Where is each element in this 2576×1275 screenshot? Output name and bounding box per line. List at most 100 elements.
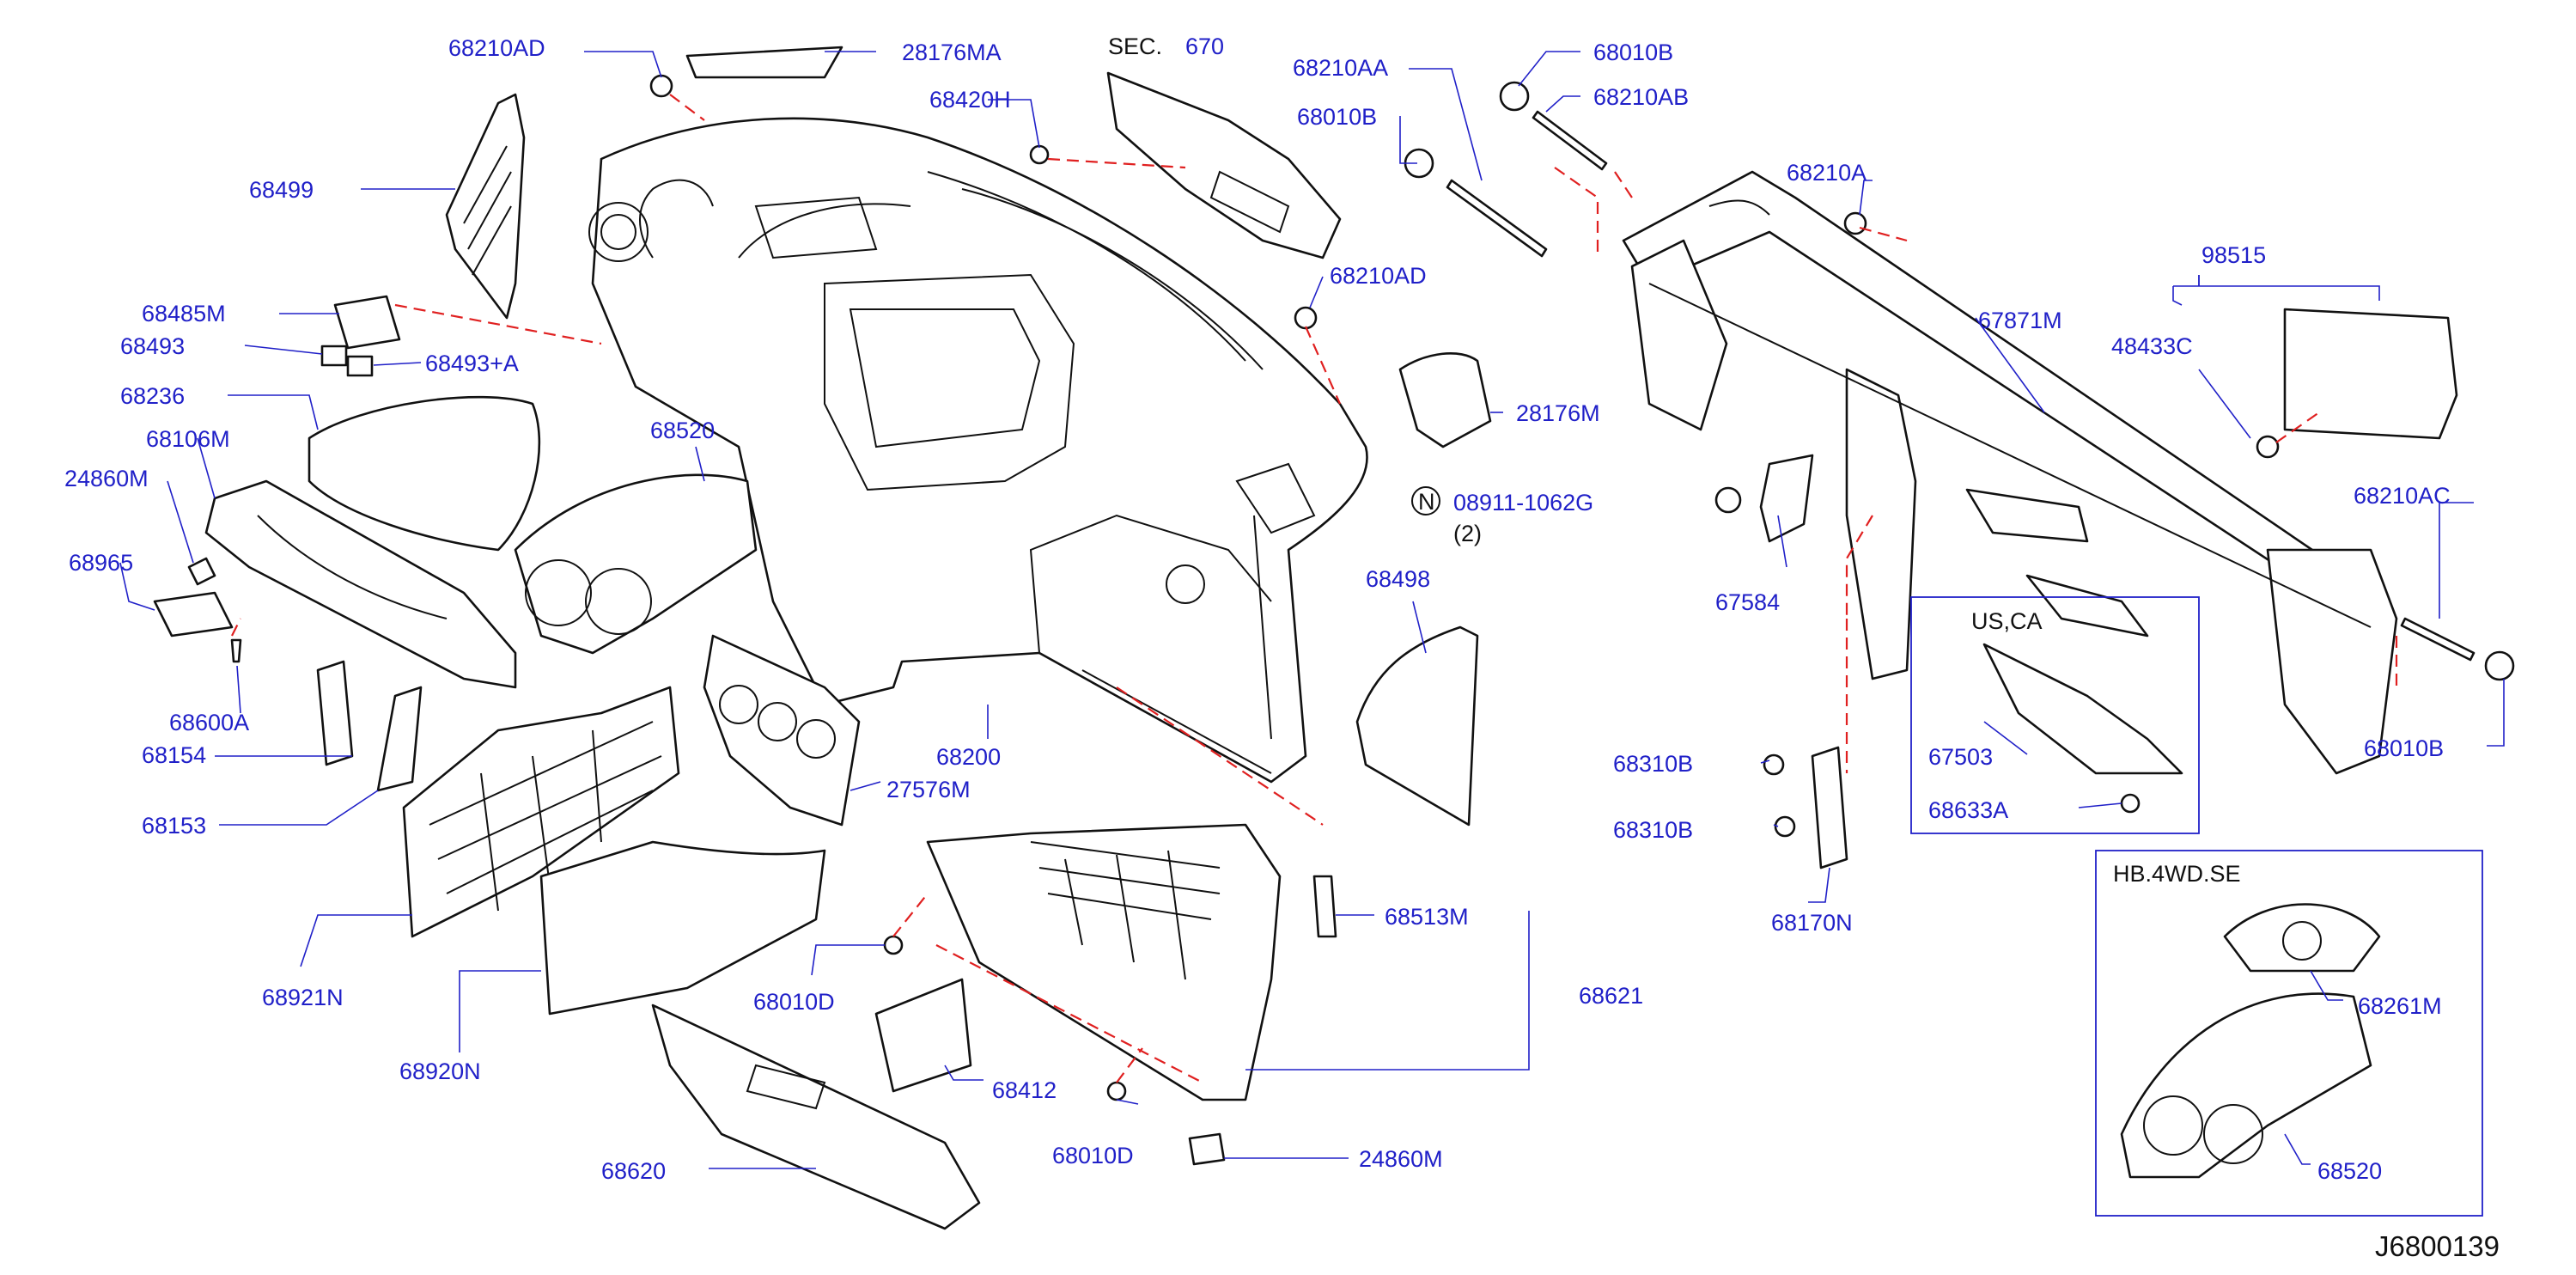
label-68513M: 68513M: [1385, 904, 1469, 930]
switch-68493A: [346, 355, 374, 377]
screw-68010D-upper: [883, 935, 904, 955]
damper-68513M: [1312, 875, 1337, 938]
label-68106M: 68106M: [146, 426, 230, 452]
label-68010B-right: 68010B: [2364, 735, 2444, 761]
label-68010B-top: 68010B: [1593, 40, 1673, 65]
bolt-68210A: [1843, 211, 1867, 235]
cluster-lid-68520-hb: [2120, 992, 2372, 1179]
bracket-68154: [316, 660, 354, 766]
bracket-68153: [376, 686, 423, 792]
switch-24860M-upper: [187, 557, 216, 586]
label-68261M: 68261M: [2358, 993, 2442, 1019]
part-labels: 68210AD 28176MA SEC. 670 68420H 68210AA …: [64, 34, 2500, 1262]
frame-68412: [874, 978, 972, 1093]
label-27576M: 27576M: [886, 777, 971, 802]
bracket-67584: [1759, 454, 1814, 543]
label-68633A: 68633A: [1928, 797, 2008, 823]
leader-lines: [119, 51, 2505, 1169]
attachment-lines: [231, 94, 2398, 1083]
label-68236: 68236: [120, 383, 185, 409]
glove-box-68621: [926, 823, 1282, 1101]
finisher-27576M: [703, 634, 861, 827]
display-98515: [2283, 308, 2458, 440]
instrument-panel-68200: [588, 117, 1368, 784]
label-68310B-lower: 68310B: [1613, 817, 1693, 843]
label-98515: 98515: [2201, 242, 2266, 268]
clip-68633A: [2120, 793, 2141, 814]
label-68010B-mid: 68010B: [1297, 104, 1377, 130]
label-24860M-upper: 24860M: [64, 466, 149, 491]
label-68493A: 68493+A: [425, 351, 519, 376]
label-68153: 68153: [142, 813, 206, 839]
label-68210A: 68210A: [1787, 160, 1867, 186]
cluster-lid-68520: [514, 473, 758, 655]
clip-68600A: [230, 638, 242, 663]
label-08911: 08911-1062G: [1453, 490, 1593, 515]
label-48433C: 48433C: [2111, 333, 2193, 359]
finisher-68106M: [204, 479, 517, 689]
label-68621: 68621: [1579, 983, 1643, 1009]
label-28176MA: 28176MA: [902, 40, 1002, 65]
lower-panel-68920N: [539, 840, 826, 1016]
hb-4wd-se-box: [2095, 850, 2483, 1217]
side-panel-68499: [445, 93, 526, 320]
label-68170N: 68170N: [1771, 910, 1853, 936]
switch-68485M: [333, 295, 401, 350]
label-68010D-lower: 68010D: [1052, 1143, 1134, 1168]
switch-68493: [320, 345, 348, 367]
n-symbol: [1411, 486, 1440, 515]
label-68310B-upper: 68310B: [1613, 751, 1693, 777]
defroster-grille-28176MA: [685, 46, 843, 79]
label-usca: US,CA: [1971, 608, 2043, 634]
bolt-68210AA: [1446, 179, 1548, 258]
label-67871M: 67871M: [1978, 308, 2062, 333]
label-68210AD-top: 68210AD: [448, 35, 545, 61]
cover-67503: [1982, 643, 2183, 775]
nut-68010B-c: [2484, 650, 2515, 681]
label-68420H: 68420H: [929, 87, 1011, 113]
label-08911-qty: (2): [1453, 521, 1482, 546]
clip-68420H: [1029, 144, 1050, 165]
cluster-hood-68261M: [2223, 903, 2381, 973]
label-68520-hb: 68520: [2317, 1158, 2382, 1184]
label-68499: 68499: [249, 177, 314, 203]
label-68010D-upper: 68010D: [753, 989, 835, 1015]
label-67503: 67503: [1928, 744, 1993, 770]
label-68412: 68412: [992, 1077, 1057, 1103]
grille-28176M: [1398, 352, 1492, 448]
label-68921N: 68921N: [262, 985, 344, 1010]
label-68154: 68154: [142, 742, 206, 768]
label-68620: 68620: [601, 1158, 666, 1184]
bracket-68170N: [1811, 746, 1848, 869]
steering-member-67871M: [1622, 170, 2398, 775]
screw-68010D-lower: [1106, 1081, 1127, 1101]
label-68520-main: 68520: [650, 418, 715, 443]
nut-68310B-b: [1774, 815, 1796, 838]
nut-68010B-a: [1499, 81, 1530, 112]
bolt-68210AB: [1532, 110, 1608, 171]
glove-lid-68620: [651, 1004, 981, 1230]
label-68965: 68965: [69, 550, 133, 576]
label-68210AB: 68210AB: [1593, 84, 1689, 110]
label-n: N: [1418, 489, 1435, 515]
nut-68310B-a: [1763, 753, 1785, 776]
duct-sec-670: [1106, 71, 1342, 259]
screw-48433C: [2256, 435, 2280, 459]
side-cover-68498: [1355, 625, 1479, 827]
bolt-68210AC: [2400, 617, 2476, 662]
nut-67584: [1714, 486, 1742, 514]
label-sec: SEC.: [1108, 34, 1162, 59]
label-68210AC: 68210AC: [2354, 483, 2451, 509]
label-68210AD-mid: 68210AD: [1330, 263, 1427, 289]
label-68498: 68498: [1366, 566, 1430, 592]
label-68485M: 68485M: [142, 301, 226, 326]
label-hb-4wd-se: HB.4WD.SE: [2113, 861, 2241, 887]
screw-68210AD-top: [649, 74, 673, 98]
screw-68210AD-mid: [1294, 306, 1318, 330]
label-68600A: 68600A: [169, 710, 249, 735]
label-67584: 67584: [1715, 589, 1780, 615]
label-sec-num: 670: [1185, 34, 1224, 59]
label-68493: 68493: [120, 333, 185, 359]
